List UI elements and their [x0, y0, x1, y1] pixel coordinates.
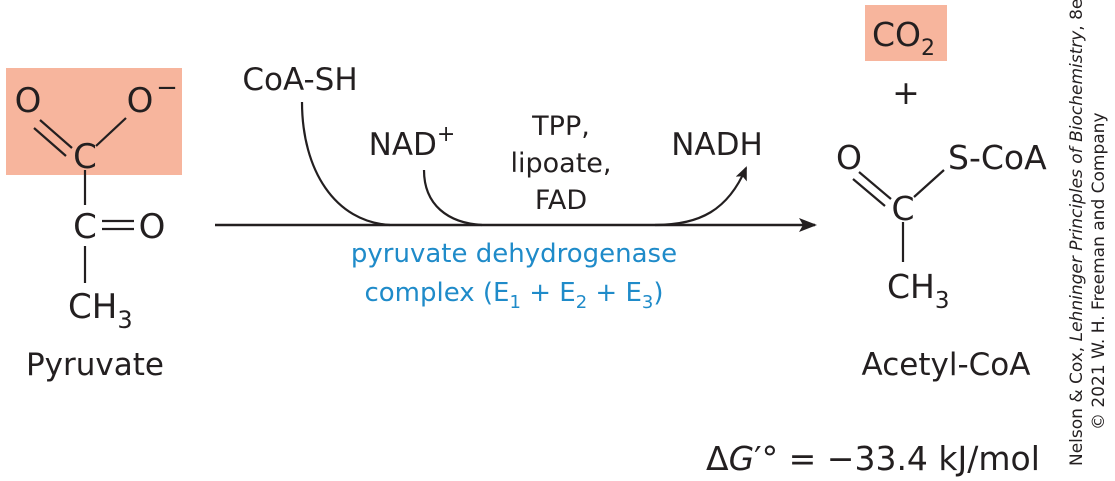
coash-curve — [300, 101, 391, 227]
nadh-label: NADH — [671, 127, 763, 163]
credit-line-2: © 2021 W. H. Freeman and Company — [1089, 112, 1109, 430]
pyruvate-oxygen-left: O — [15, 81, 42, 121]
negative-charge: − — [156, 73, 178, 103]
credit-line-1: Nelson & Cox, Lehninger Principles of Bi… — [1067, 0, 1087, 466]
pyruvate-bonds — [33, 117, 134, 283]
acetyl-carbon: C — [891, 189, 914, 228]
enzyme-components: complex (E1 + E2 + E3) — [364, 278, 663, 313]
coash-label: CoA-SH — [242, 62, 357, 98]
delta-g-value: ΔG′° = −33.4 kJ/mol — [706, 439, 1040, 478]
cofactor-fad: FAD — [535, 185, 587, 216]
pyruvate-label: Pyruvate — [26, 347, 164, 383]
s-coa-label: S-CoA — [948, 138, 1047, 177]
nad-curve — [422, 169, 483, 227]
cofactor-tpp: TPP, — [531, 111, 590, 142]
acetyl-coa-label: Acetyl-CoA — [862, 347, 1031, 383]
cofactor-lipoate: lipoate, — [511, 148, 612, 179]
acetyl-methyl: CH3 — [887, 267, 950, 314]
pyruvate-keto-oxygen: O — [139, 207, 166, 247]
carboxylate-highlight — [6, 68, 182, 175]
pyruvate-methyl: CH3 — [68, 287, 133, 334]
plus-sign: + — [892, 73, 920, 112]
acetyl-coa-bonds — [852, 169, 945, 262]
pyruvate-carboxyl-carbon: C — [73, 137, 97, 177]
co2-highlight — [865, 5, 947, 61]
enzyme-name: pyruvate dehydrogenase — [351, 239, 677, 269]
nad-label: NAD+ — [369, 122, 456, 163]
pyruvate-oxygen-anion: O — [127, 81, 154, 121]
nadh-curve — [654, 166, 748, 227]
acetyl-oxygen: O — [836, 138, 862, 177]
pyruvate-keto-carbon: C — [73, 207, 97, 247]
co2-label: CO2 — [872, 15, 935, 61]
